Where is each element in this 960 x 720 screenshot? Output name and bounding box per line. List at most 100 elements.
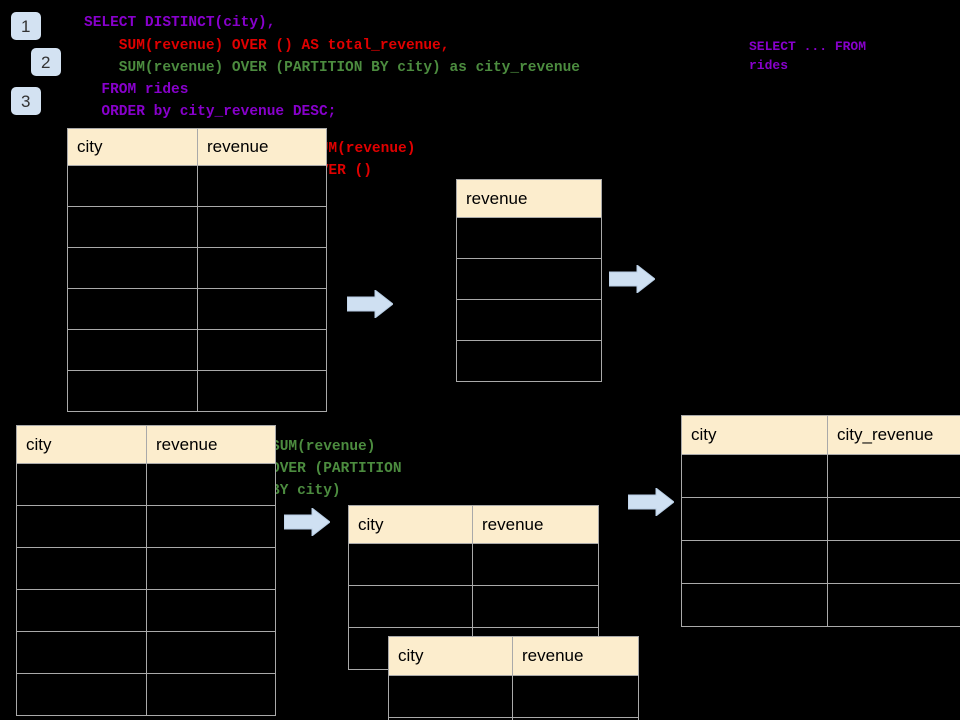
table-row bbox=[16, 547, 276, 590]
table-cell bbox=[348, 585, 473, 628]
table-cell bbox=[512, 717, 639, 720]
rides-source-table: city revenue bbox=[67, 128, 327, 412]
table-cell bbox=[827, 583, 960, 627]
column-header-revenue: revenue bbox=[197, 128, 327, 166]
arrow-source-to-partition-icon bbox=[284, 508, 330, 536]
table-cell bbox=[827, 540, 960, 584]
table-cell bbox=[146, 547, 276, 590]
column-header-revenue: revenue bbox=[146, 425, 276, 464]
rides-source-table-partitioned: city revenue bbox=[16, 425, 276, 716]
table-cell bbox=[67, 165, 198, 207]
step-badge-1[interactable]: 1 bbox=[11, 12, 41, 40]
sql-line-order-by: ORDER by city_revenue DESC; bbox=[84, 104, 337, 120]
sql-line-select-distinct: SELECT DISTINCT(city), bbox=[84, 15, 276, 31]
sql-line-sum-over-partition: SUM(revenue) OVER (PARTITION BY city) as… bbox=[84, 60, 580, 76]
table-row bbox=[67, 329, 327, 371]
table-cell bbox=[146, 463, 276, 506]
column-header-city: city bbox=[16, 425, 147, 464]
step-badge-3[interactable]: 3 bbox=[11, 87, 41, 115]
table-cell bbox=[456, 340, 602, 382]
table-header-row: city city_revenue bbox=[681, 415, 960, 455]
step-badge-2[interactable]: 2 bbox=[31, 48, 61, 76]
arrow-source-to-total-icon bbox=[347, 290, 393, 318]
table-cell bbox=[512, 675, 639, 718]
column-header-revenue: revenue bbox=[512, 636, 639, 676]
table-row bbox=[67, 247, 327, 289]
table-cell bbox=[67, 370, 198, 412]
table-row bbox=[348, 543, 599, 586]
table-cell bbox=[16, 505, 147, 548]
sql-line-from: FROM rides bbox=[84, 82, 189, 98]
table-cell bbox=[197, 288, 327, 330]
table-row bbox=[67, 165, 327, 207]
step-badge-2-label: 2 bbox=[41, 52, 51, 72]
table-row bbox=[456, 217, 602, 259]
table-row bbox=[681, 454, 960, 498]
table-cell bbox=[681, 583, 828, 627]
table-cell bbox=[827, 497, 960, 541]
table-row bbox=[681, 583, 960, 627]
table-row bbox=[681, 497, 960, 541]
table-row bbox=[388, 717, 639, 720]
table-row bbox=[16, 463, 276, 506]
table-cell bbox=[67, 247, 198, 289]
table-header-row: revenue bbox=[456, 179, 602, 218]
table-cell bbox=[348, 543, 473, 586]
table-cell bbox=[16, 631, 147, 674]
table-header-row: city revenue bbox=[67, 128, 327, 166]
table-row bbox=[67, 206, 327, 248]
column-header-revenue: revenue bbox=[472, 505, 599, 544]
table-row bbox=[16, 673, 276, 716]
table-cell bbox=[681, 454, 828, 498]
table-row bbox=[348, 585, 599, 628]
final-result-table: city city_revenue bbox=[681, 415, 960, 627]
total-revenue-table: revenue bbox=[456, 179, 602, 382]
table-cell bbox=[146, 673, 276, 716]
table-cell bbox=[456, 217, 602, 259]
table-cell bbox=[472, 585, 599, 628]
column-header-city: city bbox=[67, 128, 198, 166]
table-cell bbox=[146, 631, 276, 674]
table-cell bbox=[16, 673, 147, 716]
table-cell bbox=[67, 288, 198, 330]
partition-group-table-front: city revenue bbox=[388, 636, 639, 720]
table-cell bbox=[67, 206, 198, 248]
table-cell bbox=[388, 675, 513, 718]
column-header-revenue: revenue bbox=[456, 179, 602, 218]
column-header-city: city bbox=[681, 415, 828, 455]
table-cell bbox=[16, 463, 147, 506]
table-cell bbox=[197, 165, 327, 207]
table-header-row: city revenue bbox=[348, 505, 599, 544]
table-cell bbox=[197, 370, 327, 412]
table-cell bbox=[456, 258, 602, 300]
table-cell bbox=[456, 299, 602, 341]
step-badge-3-label: 3 bbox=[21, 91, 31, 111]
table-cell bbox=[827, 454, 960, 498]
table-row bbox=[16, 505, 276, 548]
table-header-row: city revenue bbox=[388, 636, 639, 676]
table-row bbox=[681, 540, 960, 584]
table-cell bbox=[197, 247, 327, 289]
table-cell bbox=[472, 543, 599, 586]
table-cell bbox=[16, 589, 147, 632]
table-row bbox=[16, 589, 276, 632]
table-cell bbox=[681, 497, 828, 541]
table-row bbox=[456, 258, 602, 300]
arrow-partition-to-result-icon bbox=[628, 488, 674, 516]
column-header-city: city bbox=[388, 636, 513, 676]
table-row bbox=[388, 675, 639, 718]
sql-line-sum-over-empty: SUM(revenue) OVER () AS total_revenue, bbox=[84, 38, 450, 54]
table-cell bbox=[197, 329, 327, 371]
column-header-city: city bbox=[348, 505, 473, 544]
table-cell bbox=[146, 589, 276, 632]
table-row bbox=[67, 370, 327, 412]
table-cell bbox=[16, 547, 147, 590]
annotation-sum-over-partition: SUM(revenue) OVER (PARTITION BY city) bbox=[271, 439, 402, 499]
arrow-total-to-result-icon bbox=[609, 265, 655, 293]
table-row bbox=[456, 299, 602, 341]
table-row bbox=[67, 288, 327, 330]
table-cell bbox=[681, 540, 828, 584]
table-row bbox=[456, 340, 602, 382]
annotation-select-from-rides: SELECT ... FROM rides bbox=[749, 39, 867, 73]
